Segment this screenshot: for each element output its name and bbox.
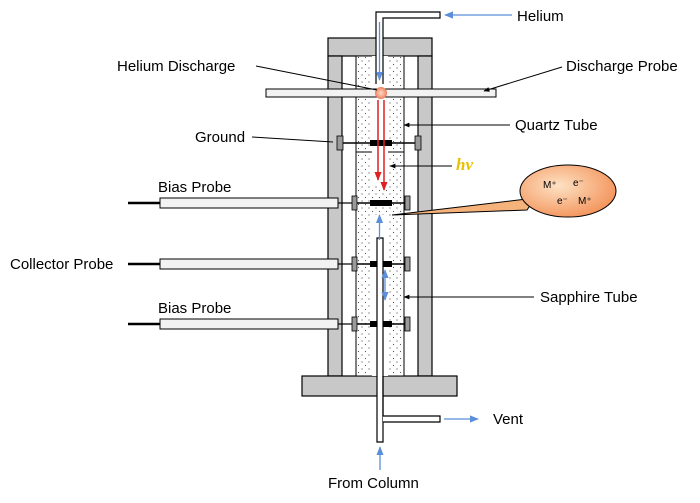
label-vent: Vent [493, 411, 524, 428]
ion-m-plus-2: M⁺ [578, 196, 592, 207]
detector-housing [301, 37, 458, 397]
label-bias-probe-bottom: Bias Probe [158, 300, 231, 317]
label-helium: Helium [517, 8, 564, 25]
ion-bubble [519, 164, 617, 218]
ion-e-minus-1: e⁻ [573, 178, 584, 189]
ground-electrode [336, 135, 422, 151]
ion-bubble-pointer [391, 197, 537, 216]
bias-probe-top [128, 195, 411, 211]
label-helium-discharge: Helium Discharge [117, 58, 235, 75]
label-quartz-tube: Quartz Tube [515, 117, 598, 134]
label-from-column: From Column [328, 475, 419, 492]
label-sapphire-tube: Sapphire Tube [540, 289, 638, 306]
ground-leader [251, 136, 334, 143]
label-hv: hν [456, 155, 473, 174]
vent-pipe [382, 376, 441, 423]
label-bias-probe-top: Bias Probe [158, 179, 231, 196]
helium-discharge-leader [255, 65, 378, 91]
helium-discharge-glow [375, 87, 387, 99]
discharge-probe-leader [483, 66, 563, 92]
ion-e-minus-2: e⁻ [557, 196, 568, 207]
label-discharge-probe: Discharge Probe [566, 58, 678, 75]
label-ground: Ground [195, 129, 245, 146]
label-collector-probe: Collector Probe [10, 256, 113, 273]
ion-m-plus-1: M⁺ [543, 180, 557, 191]
